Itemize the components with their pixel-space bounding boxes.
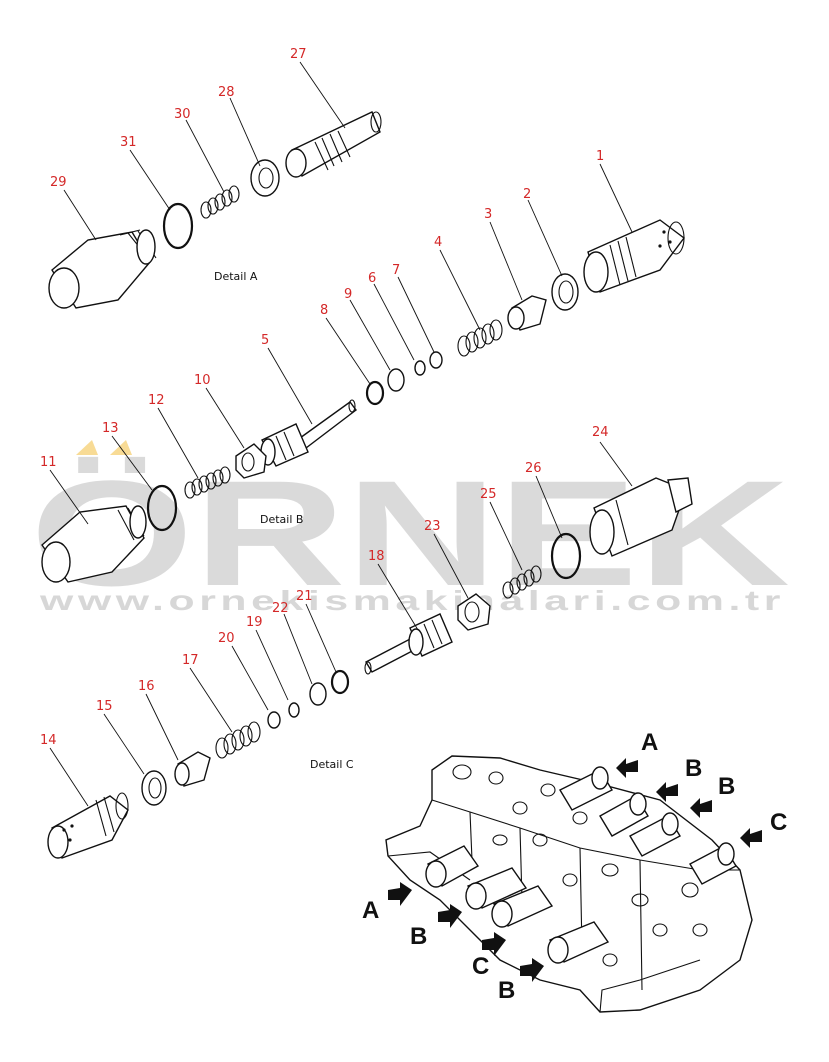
part-22-washer xyxy=(309,682,327,706)
part-25-spring xyxy=(502,565,542,599)
detail-a-caption: Detail A xyxy=(214,270,258,283)
valve-cap-c-left xyxy=(491,885,554,928)
valve-cap-a-left xyxy=(425,845,480,888)
part-6-ring xyxy=(414,360,426,376)
part-4-spring xyxy=(457,319,503,357)
callout-4: 4 xyxy=(434,235,442,250)
detail-a-parts xyxy=(48,111,685,406)
callout-14: 14 xyxy=(40,733,57,748)
callout-numbers: 27 28 30 31 29 1 2 3 4 7 6 9 8 5 10 12 1… xyxy=(40,47,609,748)
detail-b-parts xyxy=(41,399,693,675)
callout-27: 27 xyxy=(290,47,307,62)
valve-block-assembly xyxy=(385,755,762,1013)
part-12-spring xyxy=(184,466,231,499)
arrow-letter-c-right: C xyxy=(770,809,787,836)
callout-21: 21 xyxy=(296,589,313,604)
callout-22: 22 xyxy=(272,601,289,616)
callout-16: 16 xyxy=(138,679,155,694)
arrow-b-bottom xyxy=(520,958,544,982)
valve-cap-b-top2 xyxy=(629,812,681,857)
arrow-a-top xyxy=(616,758,638,778)
part-11-plug xyxy=(41,505,147,583)
callout-28: 28 xyxy=(218,85,235,100)
watermark-umlaut-left xyxy=(76,440,98,455)
callout-5: 5 xyxy=(261,333,269,348)
arrow-letter-b-top2: B xyxy=(718,773,735,800)
part-15-ring xyxy=(141,770,167,806)
arrow-letter-b-top1: B xyxy=(685,755,702,782)
valve-cap-b-top1 xyxy=(599,792,649,837)
part-19-ring xyxy=(288,702,300,718)
callout-13: 13 xyxy=(102,421,119,436)
leader-lines xyxy=(49,61,633,807)
part-14-housing xyxy=(47,792,129,859)
callout-6: 6 xyxy=(368,271,376,286)
part-26-oring xyxy=(550,532,582,580)
callout-25: 25 xyxy=(480,487,497,502)
part-29-plug xyxy=(48,229,157,309)
callout-30: 30 xyxy=(174,107,191,122)
part-17-spring xyxy=(215,721,261,759)
detail-c-caption: Detail C xyxy=(310,758,354,771)
callout-3: 3 xyxy=(484,207,492,222)
part-7-ring xyxy=(429,351,443,369)
arrow-letter-a-left: A xyxy=(362,897,379,924)
part-8-oring xyxy=(365,380,385,406)
valve-cap-a-top xyxy=(559,766,613,811)
callout-31: 31 xyxy=(120,135,137,150)
arrow-letter-b-left: B xyxy=(410,923,427,950)
callout-8: 8 xyxy=(320,303,328,318)
arrow-letter-b-bottom: B xyxy=(498,977,515,1004)
arrow-b-top1 xyxy=(656,782,678,802)
detail-b-caption: Detail B xyxy=(260,513,303,526)
callout-17: 17 xyxy=(182,653,199,668)
part-1-housing xyxy=(583,219,685,293)
part-31-oring xyxy=(162,202,194,250)
callout-12: 12 xyxy=(148,393,165,408)
callout-15: 15 xyxy=(96,699,113,714)
arrow-b-left xyxy=(438,904,462,928)
arrow-letter-a-top: A xyxy=(641,729,658,756)
callout-7: 7 xyxy=(392,263,400,278)
part-23-nut xyxy=(457,593,491,631)
part-2-ring xyxy=(551,273,579,311)
callout-26: 26 xyxy=(525,461,542,476)
callout-23: 23 xyxy=(424,519,441,534)
callout-2: 2 xyxy=(523,187,531,202)
callout-20: 20 xyxy=(218,631,235,646)
arrow-c-left xyxy=(482,932,506,956)
part-10-nut xyxy=(235,443,267,479)
part-18-spool xyxy=(364,613,453,675)
callout-18: 18 xyxy=(368,549,385,564)
callout-19: 19 xyxy=(246,615,263,630)
part-20-ring xyxy=(267,711,281,729)
part-9-washer xyxy=(387,368,405,392)
part-24-plug xyxy=(589,477,693,557)
arrow-letters: A B B C A B C B xyxy=(362,729,787,1004)
arrow-c-right xyxy=(740,828,762,848)
callout-10: 10 xyxy=(194,373,211,388)
valve-cap-b-left xyxy=(465,867,528,910)
part-27-sleeve xyxy=(285,111,382,178)
callout-9: 9 xyxy=(344,287,352,302)
valve-cap-c-right xyxy=(689,842,737,885)
detail-c-parts xyxy=(47,669,350,859)
part-30-spring xyxy=(200,185,240,219)
part-13-oring xyxy=(146,484,178,532)
valve-cap-b-bottom xyxy=(547,921,610,964)
part-16-seat xyxy=(174,751,211,787)
part-21-oring xyxy=(330,669,350,695)
callout-24: 24 xyxy=(592,425,609,440)
direction-arrows xyxy=(388,758,762,982)
callout-1: 1 xyxy=(596,149,604,164)
arrow-letter-c-left: C xyxy=(472,953,489,980)
part-3-seat xyxy=(507,295,547,331)
callout-11: 11 xyxy=(40,455,57,470)
arrow-b-top2 xyxy=(690,798,712,818)
watermark-url: www.ornekismakinalari.com.tr xyxy=(38,585,785,616)
arrow-a-left xyxy=(388,882,412,906)
callout-29: 29 xyxy=(50,175,67,190)
part-28-washer xyxy=(250,159,280,197)
